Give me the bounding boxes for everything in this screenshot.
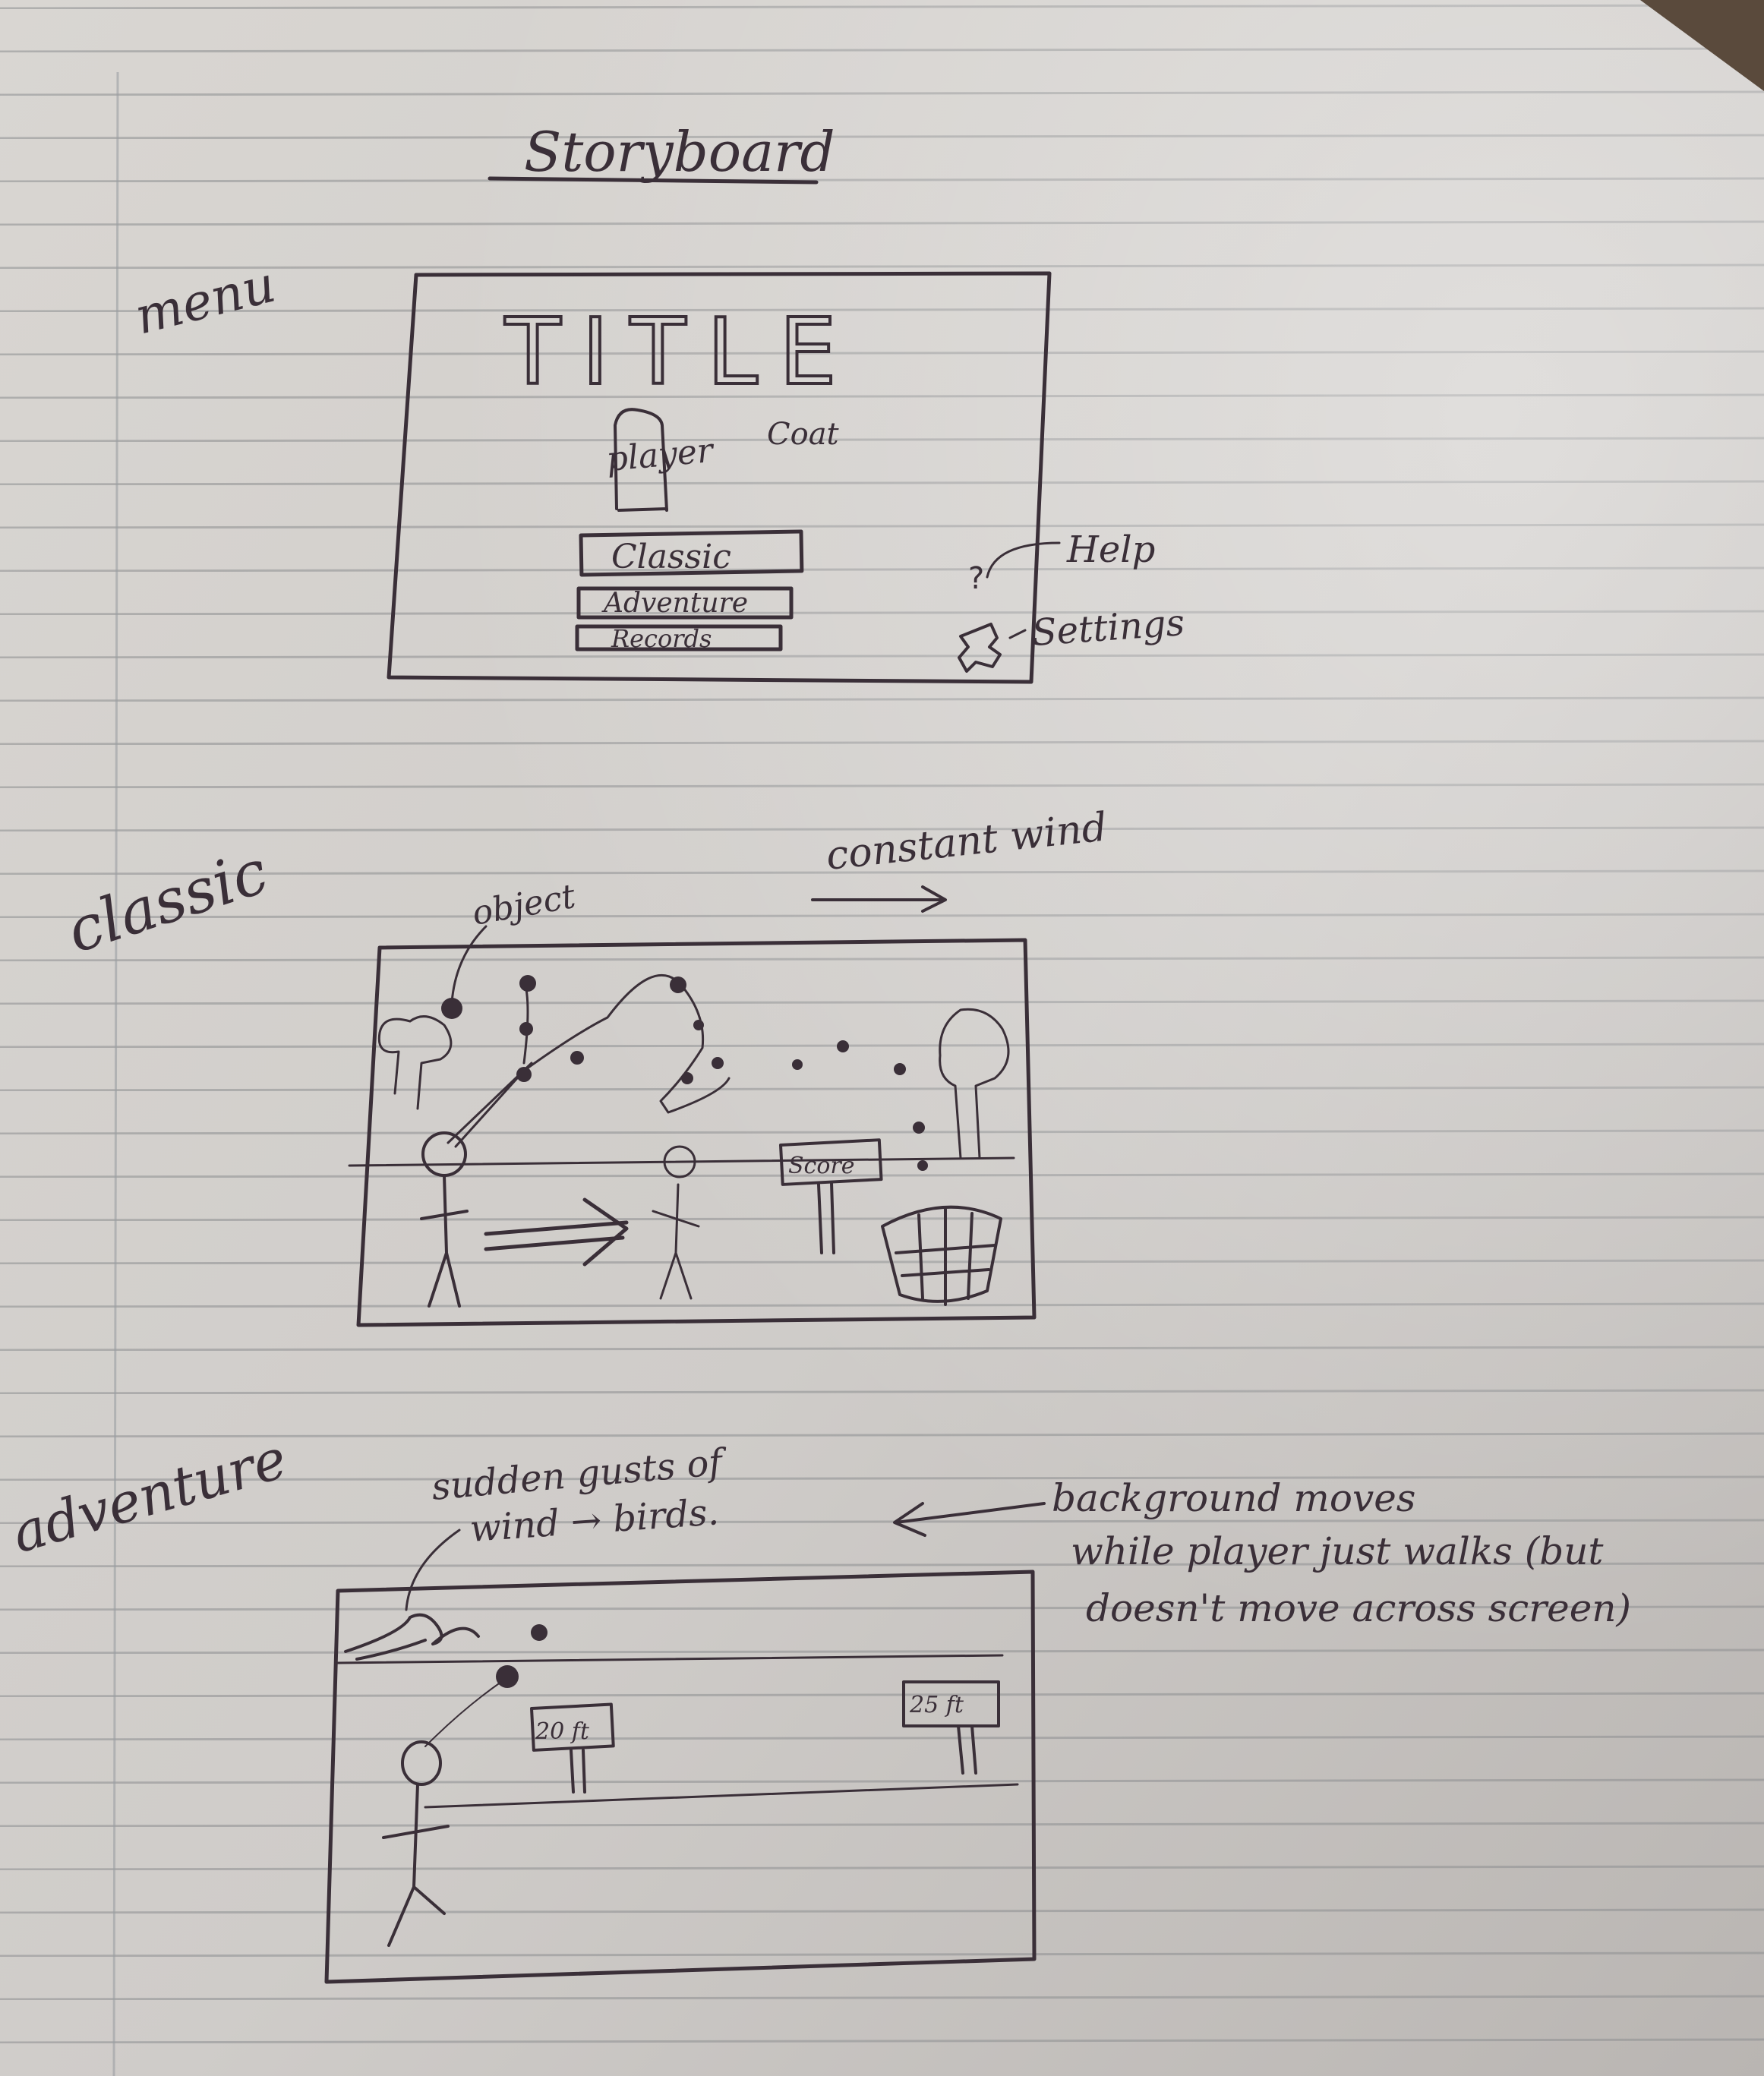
menu-button-classic-label: Classic	[611, 538, 731, 576]
bird	[531, 1624, 548, 1641]
menu-button-records[interactable]	[575, 624, 783, 652]
basket	[881, 1205, 1002, 1306]
adventure-frame	[324, 1570, 1037, 1984]
menu-button-classic[interactable]	[579, 529, 804, 577]
annotation-arrow	[893, 1502, 1046, 1537]
page-title: Storyboard	[524, 120, 835, 184]
menu-button-adventure-label: Adventure	[601, 588, 748, 619]
bird	[496, 1665, 519, 1688]
player-figure	[382, 1740, 450, 1947]
menu-frame	[387, 271, 1052, 684]
settings-icon[interactable]	[958, 623, 1002, 673]
classic-frame	[356, 938, 1037, 1327]
score-sign-label: Score	[788, 1153, 855, 1179]
help-annotation: Help	[1066, 528, 1155, 571]
player-preview	[614, 408, 668, 512]
background-annotation-line2: while player just walks (but	[1071, 1529, 1604, 1573]
player-label: player	[605, 431, 717, 479]
tree-left	[377, 1015, 453, 1110]
menu-screen-title: TITLE	[504, 300, 858, 405]
distance-sign	[902, 1680, 1000, 1727]
wind-arrow	[811, 885, 947, 913]
distance-sign-label: 25 ft	[909, 1692, 964, 1718]
background-annotation-line3: doesn't move across screen)	[1086, 1586, 1631, 1630]
distance-sign-label: 20 ft	[535, 1718, 590, 1745]
distance-sign	[530, 1702, 615, 1752]
menu-button-adventure[interactable]	[576, 586, 794, 620]
tree-right	[939, 1008, 1010, 1159]
wind-gust	[344, 1613, 480, 1661]
coat-label: Coat	[767, 417, 840, 452]
player-figure-ghost	[652, 1145, 700, 1300]
help-icon[interactable]: ?	[968, 561, 984, 596]
trajectory-dots	[441, 975, 928, 1171]
player-figure	[420, 1131, 469, 1308]
movement-arrow	[484, 1197, 629, 1267]
background-annotation-line1: background moves	[1052, 1476, 1415, 1520]
menu-button-records-label: Records	[611, 624, 712, 653]
